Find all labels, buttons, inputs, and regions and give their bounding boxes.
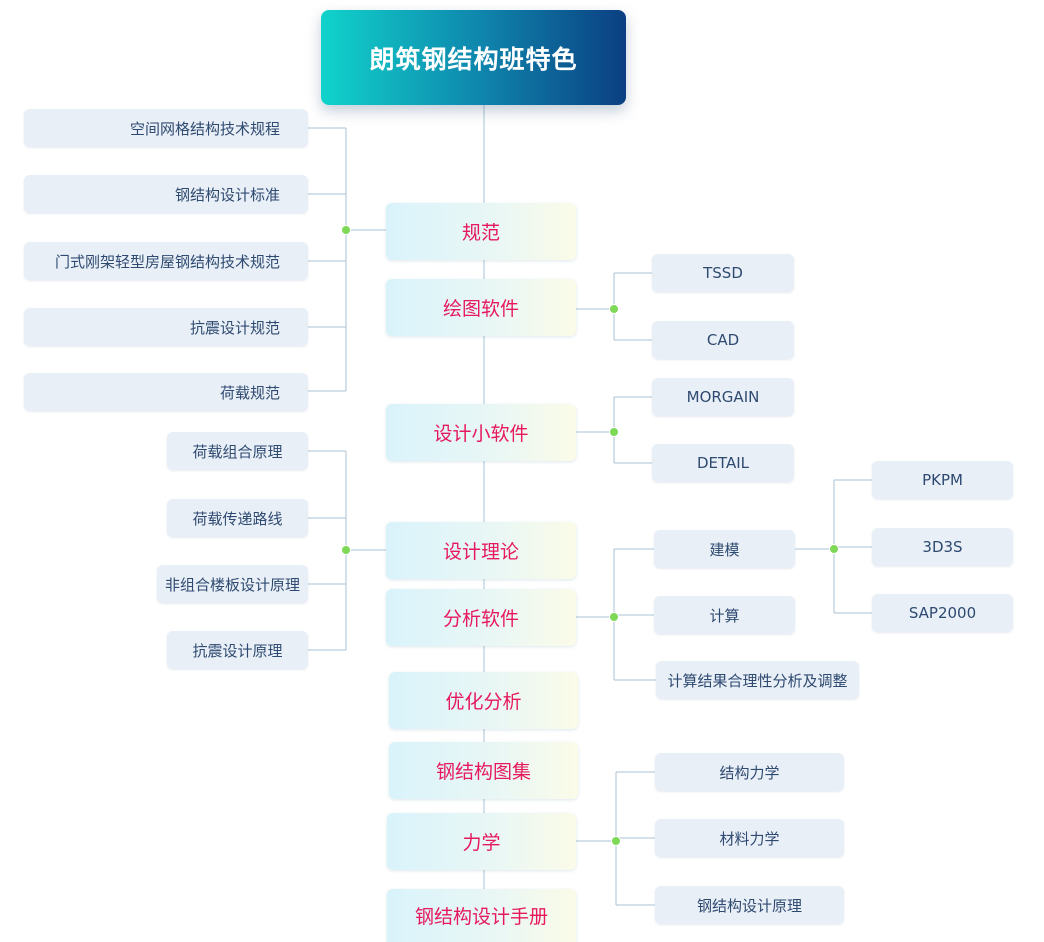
diagram-title: 朗筑钢结构班特色 bbox=[321, 10, 626, 105]
lilun-leaf: 荷载组合原理 bbox=[167, 432, 308, 470]
lixue-leaf: 钢结构设计原理 bbox=[655, 886, 844, 924]
guifan-leaf: 抗震设计规范 bbox=[24, 308, 308, 346]
node-lilun: 设计理论 bbox=[386, 522, 576, 579]
lixue-leaf: 材料力学 bbox=[655, 819, 844, 857]
node-youhua: 优化分析 bbox=[389, 672, 578, 729]
guifan-leaf: 荷载规范 bbox=[24, 373, 308, 411]
lilun-junction-dot bbox=[341, 545, 351, 555]
jianmo-leaf: PKPM bbox=[872, 461, 1013, 499]
xiaoruanjian-junction-dot bbox=[609, 427, 619, 437]
lilun-leaf: 抗震设计原理 bbox=[167, 631, 308, 669]
guifan-leaf: 钢结构设计标准 bbox=[24, 175, 308, 213]
lixue-bracket bbox=[576, 771, 655, 906]
fenxi-junction-dot bbox=[609, 612, 619, 622]
huitu-leaf: CAD bbox=[652, 321, 794, 359]
jianmo-leaf: SAP2000 bbox=[872, 594, 1013, 632]
lixue-leaf: 结构力学 bbox=[655, 753, 844, 791]
jianmo-bracket bbox=[795, 479, 872, 614]
huitu-leaf: TSSD bbox=[652, 254, 794, 292]
jianmo-junction-dot bbox=[829, 544, 839, 554]
fenxi-leaf: 建模 bbox=[654, 530, 795, 568]
xiaoruanjian-leaf: MORGAIN bbox=[652, 378, 794, 416]
node-huitu: 绘图软件 bbox=[386, 279, 576, 336]
node-shouce: 钢结构设计手册 bbox=[387, 889, 576, 942]
huitu-bracket bbox=[576, 272, 652, 341]
xiaoruanjian-leaf: DETAIL bbox=[652, 444, 794, 482]
lilun-leaf: 荷载传递路线 bbox=[167, 499, 308, 537]
node-xiaoruanjian: 设计小软件 bbox=[386, 404, 576, 461]
guifan-leaf: 空间网格结构技术规程 bbox=[24, 109, 308, 147]
guifan-leaf: 门式刚架轻型房屋钢结构技术规范 bbox=[24, 242, 308, 280]
lilun-bracket bbox=[308, 450, 387, 651]
huitu-junction-dot bbox=[609, 304, 619, 314]
fenxi-bracket bbox=[576, 548, 656, 681]
node-lixue: 力学 bbox=[387, 813, 576, 870]
lilun-leaf: 非组合楼板设计原理 bbox=[157, 565, 308, 603]
guifan-junction-dot bbox=[341, 225, 351, 235]
fenxi-leaf: 计算结果合理性分析及调整 bbox=[656, 661, 859, 699]
guifan-bracket bbox=[308, 127, 387, 392]
node-fenxi: 分析软件 bbox=[386, 589, 576, 646]
jianmo-leaf: 3D3S bbox=[872, 528, 1013, 566]
xiaoruanjian-bracket bbox=[576, 396, 652, 464]
node-guifan: 规范 bbox=[386, 203, 576, 260]
lixue-junction-dot bbox=[611, 836, 621, 846]
node-tuji: 钢结构图集 bbox=[389, 742, 578, 799]
fenxi-leaf: 计算 bbox=[654, 596, 795, 634]
